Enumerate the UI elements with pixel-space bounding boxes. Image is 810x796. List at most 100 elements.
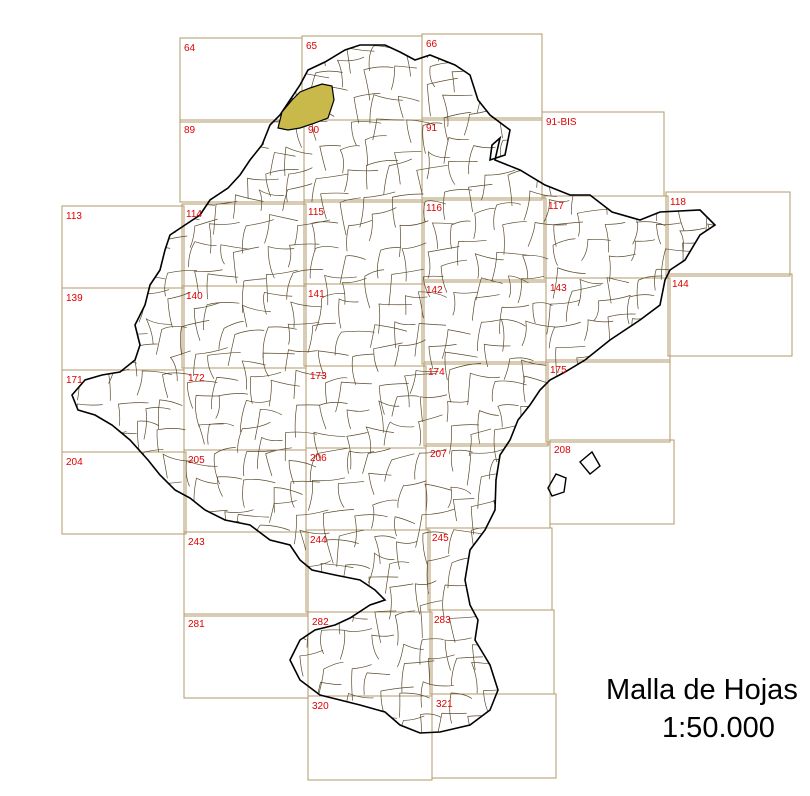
sheet-label-90: 90 <box>308 125 320 136</box>
municipality-boundary <box>195 712 229 733</box>
municipality-boundary <box>626 294 655 325</box>
municipality-boundary <box>376 246 401 279</box>
municipality-boundary <box>81 552 111 580</box>
municipality-boundary <box>556 605 586 634</box>
municipality-boundary <box>672 87 702 121</box>
municipality-boundary <box>534 156 566 188</box>
municipality-boundary <box>72 83 87 110</box>
municipality-boundary <box>504 88 530 122</box>
municipality-boundary <box>497 488 530 523</box>
municipality-boundary <box>193 347 228 376</box>
municipality-boundary <box>363 672 391 695</box>
municipality-boundary <box>611 455 644 492</box>
municipality-boundary <box>702 64 715 97</box>
municipality-boundary <box>160 159 186 187</box>
municipality-boundary <box>552 574 576 613</box>
municipality-boundary <box>596 395 619 421</box>
municipality-boundary <box>607 575 644 610</box>
municipality-boundary <box>608 253 636 282</box>
municipality-boundary <box>85 520 109 559</box>
municipality-boundary <box>422 531 447 565</box>
municipality-boundary <box>571 449 602 484</box>
municipality-boundary <box>320 192 349 220</box>
municipality-boundary <box>120 133 142 168</box>
municipality-boundary <box>259 685 284 721</box>
municipality-boundary <box>72 237 85 264</box>
municipality-boundary <box>640 555 670 587</box>
municipality-boundary <box>138 512 169 536</box>
municipality-boundary <box>700 636 715 664</box>
municipality-boundary <box>700 472 715 505</box>
municipality-boundary <box>683 383 715 408</box>
municipality-boundary <box>661 557 687 582</box>
sheet-cell-208 <box>549 439 675 525</box>
municipality-boundary <box>346 432 368 470</box>
municipality-boundary <box>170 632 196 656</box>
municipality-boundary <box>712 405 715 431</box>
municipality-boundary <box>499 139 531 161</box>
municipality-boundary <box>468 183 493 213</box>
municipality-boundary <box>371 712 398 733</box>
municipality-boundary <box>318 350 349 375</box>
municipality-boundary <box>359 191 396 228</box>
municipality-boundary <box>548 321 581 349</box>
municipality-boundary <box>625 144 651 178</box>
municipality-boundary <box>72 301 85 327</box>
sheet-label-115: 115 <box>308 207 324 218</box>
municipality-boundary <box>72 691 87 725</box>
municipality-boundary <box>340 564 371 585</box>
legend-scale: 1:50.000 <box>662 712 775 744</box>
municipality-boundary <box>72 419 75 450</box>
municipality-boundary <box>117 721 144 733</box>
municipality-boundary <box>680 610 706 636</box>
municipality-boundary <box>353 92 381 124</box>
municipality-boundary <box>468 428 492 457</box>
municipality-boundary <box>578 374 609 400</box>
legend-title: Malla de Hojas <box>606 674 798 706</box>
municipality-boundary <box>286 167 313 203</box>
municipality-boundary <box>696 612 715 639</box>
municipality-boundary <box>547 64 572 94</box>
municipality-boundary <box>195 395 221 427</box>
municipality-boundary <box>243 636 273 667</box>
municipality-boundary <box>260 555 299 580</box>
municipality-boundary <box>659 58 692 81</box>
municipality-boundary <box>275 581 309 606</box>
municipality-boundary <box>209 134 233 163</box>
municipality-boundary <box>336 529 365 567</box>
municipality-boundary <box>423 200 446 222</box>
municipality-boundary <box>335 381 373 413</box>
municipality-boundary <box>189 665 226 692</box>
region-outline <box>71 44 717 734</box>
municipality-boundary <box>419 638 444 665</box>
municipality-boundary <box>72 325 77 352</box>
municipality-boundary <box>364 269 385 309</box>
municipality-boundary <box>600 193 632 215</box>
municipality-boundary <box>188 568 221 601</box>
municipality-boundary <box>526 59 551 89</box>
municipality-boundary <box>155 326 187 355</box>
municipality-boundary <box>212 682 244 713</box>
municipality-boundary <box>450 220 471 249</box>
municipality-boundary <box>420 713 442 733</box>
municipality-boundary <box>397 643 424 668</box>
municipality-boundary <box>699 151 715 178</box>
municipality-boundary <box>139 719 169 733</box>
municipality-boundary <box>391 395 420 417</box>
municipality-boundary <box>664 121 688 150</box>
sheet-label-206: 206 <box>310 453 327 464</box>
municipality-boundary <box>315 292 346 332</box>
municipality-boundary <box>290 480 320 508</box>
municipality-boundary <box>457 239 487 266</box>
municipality-boundary <box>448 362 482 403</box>
municipality-boundary <box>426 555 450 594</box>
municipality-boundary <box>103 466 136 497</box>
municipality-boundary <box>111 453 138 487</box>
municipality-boundary <box>471 294 500 321</box>
municipality-boundary <box>352 588 378 622</box>
municipality-boundary <box>599 552 630 587</box>
municipality-boundary <box>237 421 271 453</box>
municipality-boundary <box>636 616 661 641</box>
municipality-boundary <box>712 293 715 322</box>
